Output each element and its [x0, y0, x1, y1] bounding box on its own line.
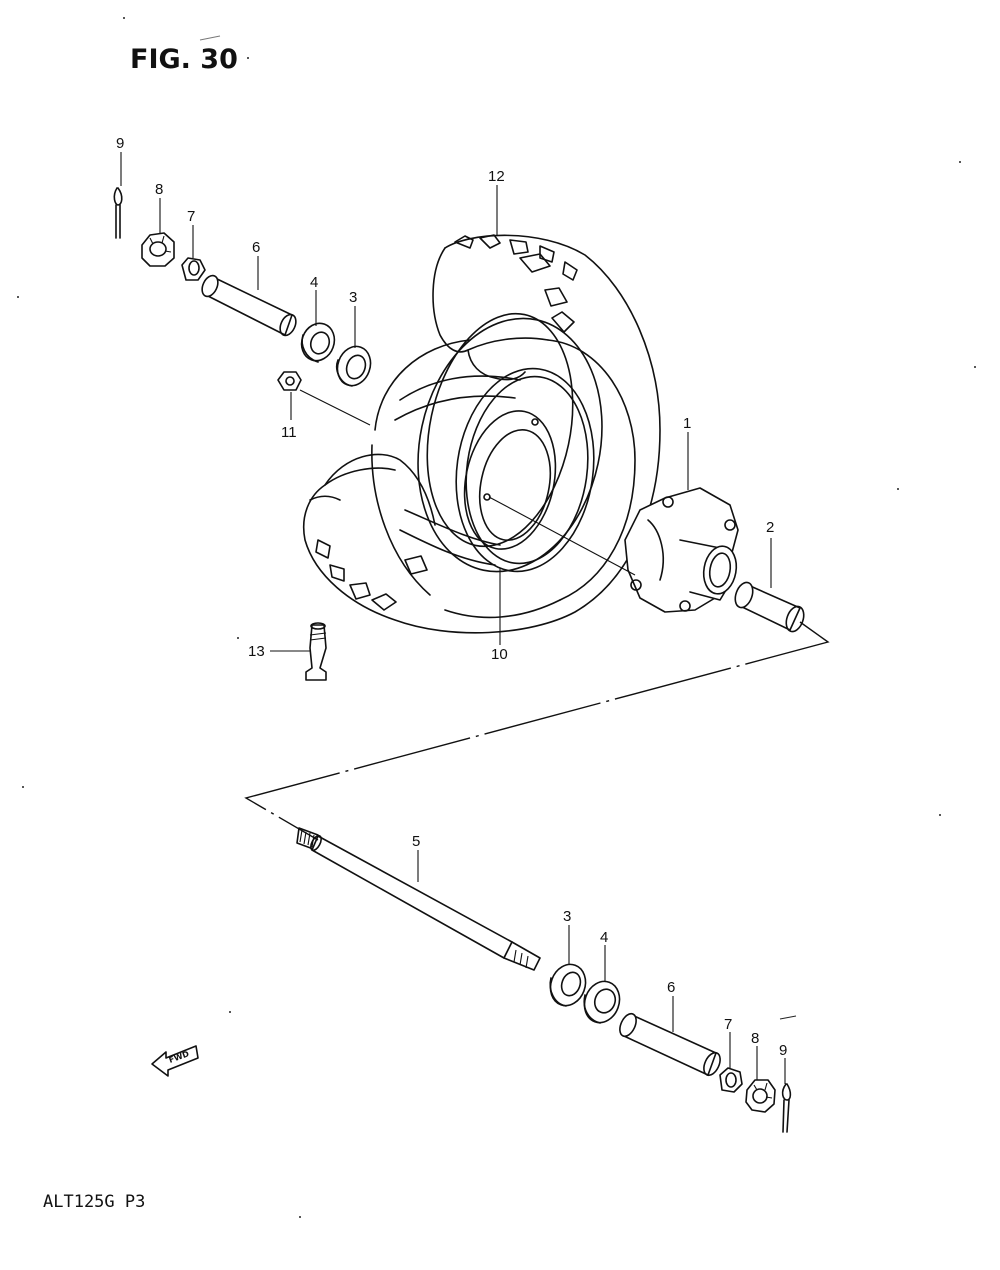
- axle-5: [296, 827, 541, 971]
- castle-nut-8-bottom: [745, 1079, 776, 1113]
- washer-7-bottom: [719, 1067, 743, 1093]
- model-code: ALT125G P3: [43, 1192, 146, 1212]
- callout-10: 10: [491, 646, 508, 663]
- tire-valve-13: [305, 622, 327, 681]
- washer-7-top: [181, 257, 206, 281]
- scan-specks: [17, 17, 976, 1218]
- callout-3-top: 3: [349, 289, 357, 306]
- figure-title: FIG. 30: [130, 44, 238, 75]
- callout-5: 5: [412, 833, 420, 850]
- bearing-3-top: [336, 345, 372, 387]
- oil-seal-4-bottom: [583, 980, 621, 1024]
- callout-2: 2: [766, 519, 774, 536]
- cotter-pin-9-top: [113, 187, 123, 239]
- leader-lines: [120, 152, 786, 1084]
- callout-6-bottom: 6: [667, 979, 675, 996]
- castle-nut-8-top: [141, 232, 175, 267]
- callout-11: 11: [281, 424, 297, 441]
- cotter-pin-9-bottom: [781, 1083, 792, 1133]
- callout-8-top: 8: [155, 181, 163, 198]
- callout-8-bottom: 8: [751, 1030, 759, 1047]
- callout-7-top: 7: [187, 208, 195, 225]
- oil-seal-4-top: [300, 322, 336, 363]
- callout-3-bottom: 3: [563, 908, 571, 925]
- explode-line: [244, 621, 830, 841]
- callout-6-top: 6: [252, 239, 260, 256]
- callout-4-top: 4: [310, 274, 318, 291]
- bearing-3-bottom: [549, 963, 587, 1007]
- callout-9-top: 9: [116, 135, 124, 152]
- callout-7-bottom: 7: [724, 1016, 732, 1033]
- wheel-hub-1: [624, 487, 739, 613]
- spacer-6-bottom: [619, 1012, 721, 1077]
- callout-13: 13: [248, 643, 265, 660]
- callout-12: 12: [488, 168, 505, 185]
- callout-4-bottom: 4: [600, 929, 608, 946]
- o-ring-10: [455, 367, 595, 573]
- forward-arrow-icon: FWD: [151, 1045, 199, 1077]
- callout-1: 1: [683, 415, 691, 432]
- spacer-collar-2: [734, 581, 805, 633]
- spacer-6-top: [201, 274, 297, 337]
- nut-11: [277, 371, 302, 391]
- callout-9-bottom: 9: [779, 1042, 787, 1059]
